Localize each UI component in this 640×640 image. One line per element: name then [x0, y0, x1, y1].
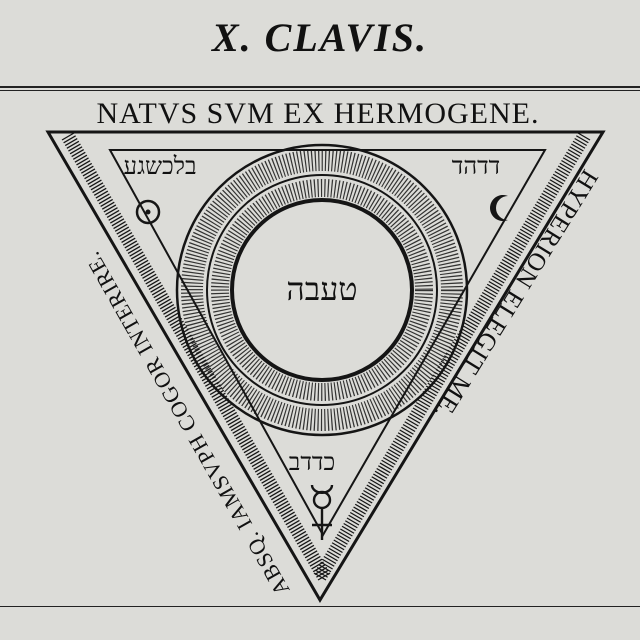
hebrew-bottom: כדדב: [289, 448, 335, 476]
triangle-frame: [45, 130, 606, 603]
bottom-rule: [0, 606, 640, 607]
right-motto-path: HYPERION ELEGIT ME.: [428, 165, 602, 425]
hebrew-top-left: בלכשגע: [123, 152, 196, 180]
mercury-symbol-icon: [310, 484, 334, 540]
hebrew-center: טעבה: [286, 270, 357, 308]
crescent-moon-icon: [490, 194, 508, 222]
sun-symbol-icon: [135, 199, 161, 225]
hatched-band-left: [61, 132, 331, 581]
concentric-rings: [175, 143, 469, 437]
top-motto: NATVS SVM EX HERMOGENE.: [96, 97, 539, 130]
hatched-band-right: [313, 132, 591, 581]
page-heading: X. CLAVIS.: [212, 15, 428, 60]
top-rule-thin: [0, 90, 640, 91]
right-motto: HYPERION ELEGIT ME.: [428, 165, 603, 425]
top-rule: [0, 86, 640, 88]
hebrew-top-right: דדהד: [452, 152, 500, 180]
